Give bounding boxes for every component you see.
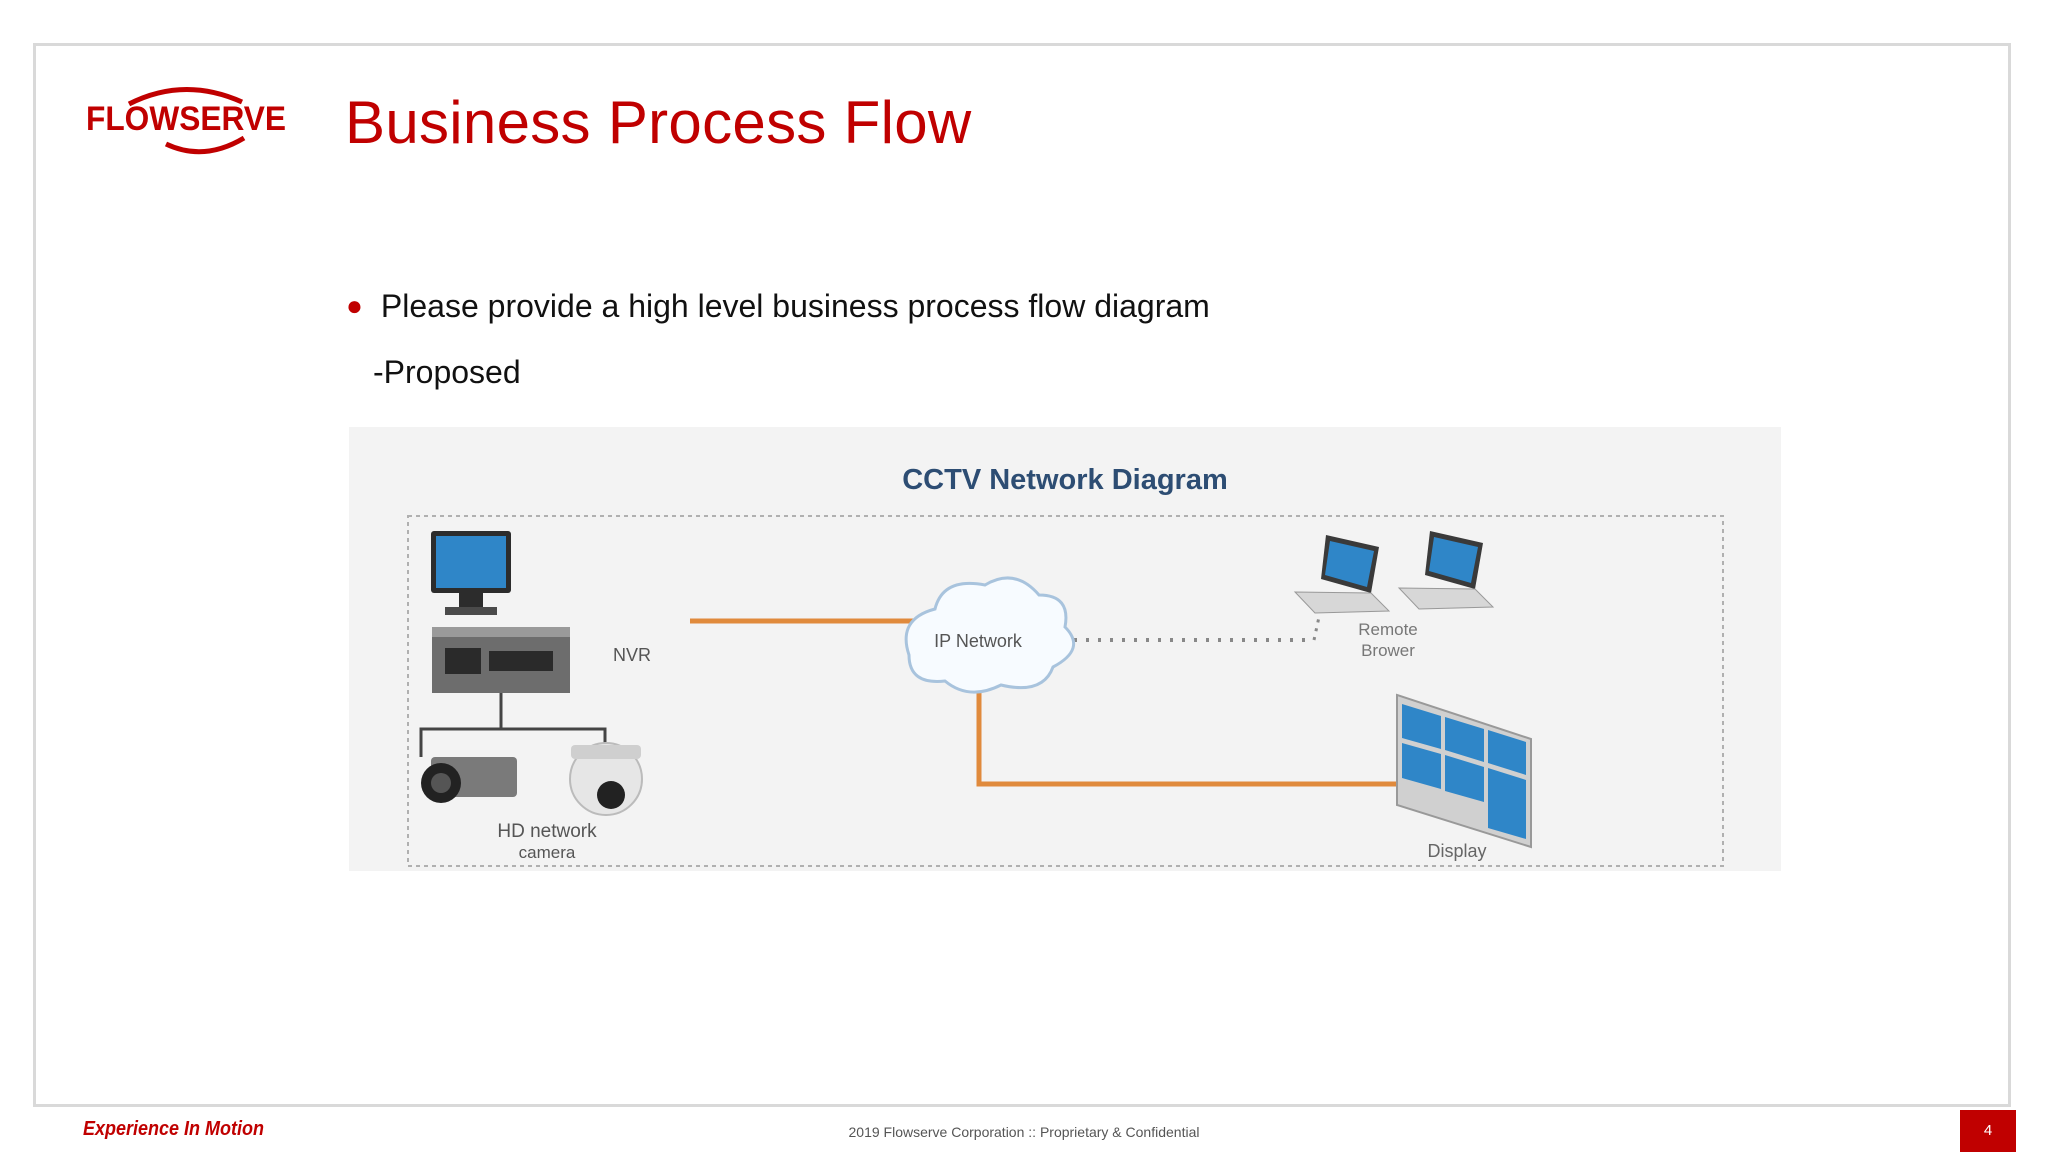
ip-network-label: IP Network [934, 631, 1023, 651]
footer-copyright: 2019 Flowserve Corporation :: Proprietar… [848, 1124, 1200, 1140]
box-camera-icon [421, 757, 517, 803]
display-label: Display [1427, 841, 1486, 861]
remote-label-line2: Brower [1361, 641, 1415, 660]
display-link [976, 690, 1399, 787]
sub-item: -Proposed [373, 354, 521, 390]
cctv-network-diagram: CCTV Network Diagram NVR [349, 427, 1781, 871]
remote-label-line1: Remote [1358, 620, 1418, 639]
camera-label-line2: camera [519, 843, 576, 862]
bullet-dot-icon: ● [346, 290, 363, 321]
laptop-icon [1397, 531, 1495, 610]
diagram-border [407, 515, 1724, 867]
display-wall-icon [1396, 693, 1532, 849]
monitor-icon [431, 531, 511, 615]
dome-camera-icon [569, 742, 643, 816]
page-number: 4 [1960, 1110, 2016, 1152]
ip-network-cloud-icon [904, 576, 1076, 694]
bullet-text: Please provide a high level business pro… [380, 288, 1210, 324]
page-title: Business Process Flow [345, 89, 972, 156]
footer-tagline: Experience In Motion [83, 1118, 265, 1140]
logo-wordmark: FLOWSERVE [86, 100, 286, 138]
laptop-icon [1293, 535, 1391, 614]
nvr-label: NVR [613, 645, 651, 665]
flowserve-logo: FLOWSERVE [84, 80, 290, 162]
diagram-title: CCTV Network Diagram [902, 464, 1228, 496]
bullet-item: ● Please provide a high level business pr… [346, 288, 1210, 325]
nvr-device-icon [432, 627, 570, 693]
camera-label-line1: HD network [497, 821, 597, 842]
